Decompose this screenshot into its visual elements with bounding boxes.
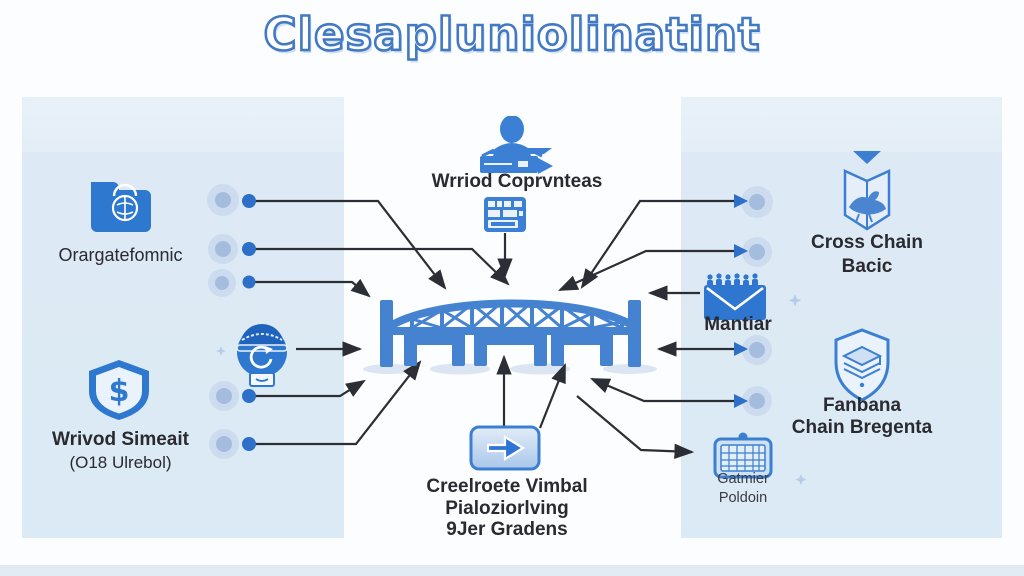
sparkle-icon (216, 294, 807, 486)
presenter-label: Wrriod Coprvnteas (431, 171, 603, 192)
bullet-markers (207, 184, 773, 459)
folder-item-label: Orargatefomnic (58, 245, 183, 265)
engineer-helmet-icon (236, 324, 288, 387)
calendar-item-label-line1: Gatmier (717, 471, 769, 487)
shield-layers-icon (834, 328, 890, 402)
mail-item-label: Mantiar (704, 314, 772, 335)
page-title: Clesapluniolinatint (262, 7, 761, 63)
book-item-label-line2: Bacic (841, 256, 893, 277)
bottom-strip (0, 565, 1024, 576)
folder-lock-icon (91, 182, 151, 232)
dollar-shield-icon: $ (89, 360, 149, 420)
button-label-line3: 9Jer Gradens (446, 519, 568, 540)
presenter-desk-icon (480, 116, 553, 174)
calendar-item-label-line2: Poldoin (718, 490, 768, 506)
book-item-label-line1: Cross Chain (811, 232, 923, 253)
shield-item-label: Wrivod Simeait (52, 429, 189, 450)
shield-layers-label-line1: Fanbana (822, 395, 902, 416)
shield-layers-label-line2: Chain Bregenta (791, 417, 933, 438)
button-label-line1: Creelroete Vimbal (426, 476, 588, 497)
open-book-bird-icon (843, 151, 891, 231)
circuit-grid-icon (484, 197, 526, 232)
calendar-grid-icon (713, 432, 773, 479)
shield-item-sublabel: (O18 Ulrebol) (69, 453, 172, 472)
svg-text:$: $ (109, 374, 130, 409)
left-panel-background (22, 97, 344, 538)
forward-arrow-button-icon (469, 425, 541, 471)
connector-lines (253, 199, 738, 460)
envelope-crowd-icon (704, 273, 766, 320)
button-label-line2: Pialoziorlving (445, 498, 569, 519)
truss-bridge-illustration (380, 299, 641, 367)
